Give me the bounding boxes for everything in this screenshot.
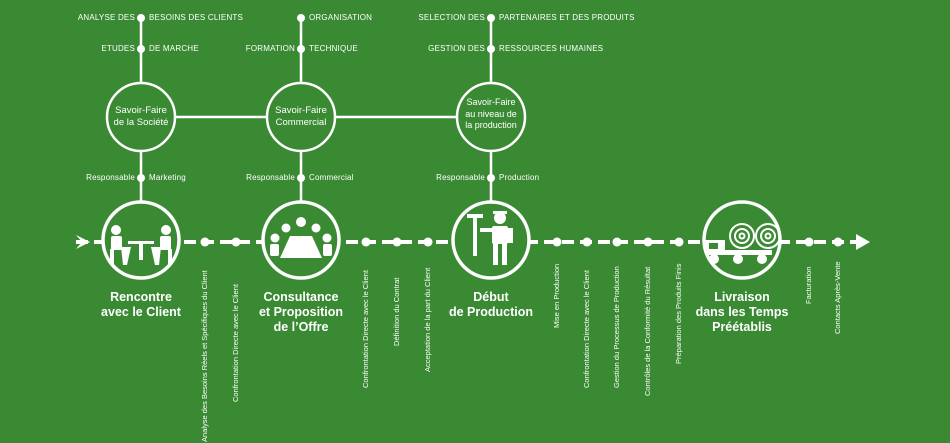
step-label-controles: Contrôles de la Conformité du Résultat	[643, 266, 652, 396]
label-responsable-1: Responsable	[86, 173, 135, 182]
step-dots	[200, 237, 843, 247]
worker-tools-icon	[467, 211, 513, 265]
label-responsable-3: Responsable	[436, 173, 485, 182]
step-label-acceptation: Acceptation de la part du Client	[423, 267, 432, 372]
label-besoins-clients: BESOINS DES CLIENTS	[149, 13, 244, 22]
conference-icon	[270, 217, 332, 258]
stage-title-livraison: Livraison dans les Temps Préétablis	[695, 290, 789, 334]
step-label-analyse: Analyse des Besoins Réels et Spécifiques…	[200, 270, 209, 442]
label-selection-des: SELECTION DES	[418, 13, 485, 22]
label-responsable-2: Responsable	[246, 173, 295, 182]
savoir-faire-circles	[105, 81, 527, 153]
label-etudes: ETUDES	[101, 44, 135, 53]
step-label-confrontation-3: Confrontation Directe avec le Client	[582, 270, 591, 388]
savoir-faire-production: Savoir-Faire au niveau de la production	[465, 97, 517, 130]
step-label-gestion-processus: Gestion du Processus de Production	[612, 266, 621, 388]
stage-title-rencontre: Rencontre avec le Client	[101, 290, 181, 319]
step-label-contrat: Définition du Contrat	[392, 277, 401, 346]
timeline-end-arrow-icon	[856, 234, 870, 250]
timeline-start-arrow-icon	[76, 235, 90, 249]
step-label-preparation: Préparation des Produits Finis	[674, 263, 683, 364]
label-gestion-des: GESTION DES	[428, 44, 485, 53]
label-marketing: Marketing	[149, 173, 186, 182]
label-de-marche: DE MARCHE	[149, 44, 199, 53]
step-label-confrontation-1: Confrontation Directe avec le Client	[231, 284, 240, 402]
label-analyse-des: ANALYSE DES	[77, 13, 135, 22]
step-label-mise-en-production: Mise en Production	[552, 263, 561, 328]
truck-icon	[705, 223, 781, 264]
label-organisation: ORGANISATION	[309, 13, 373, 22]
label-production: Production	[499, 173, 540, 182]
step-label-confrontation-2: Confrontation Directe avec le Client	[361, 270, 370, 388]
meeting-icon	[110, 225, 172, 265]
label-technique: TECHNIQUE	[309, 44, 358, 53]
label-partenaires: PARTENAIRES ET DES PRODUITS	[499, 13, 635, 22]
stage-title-consultance: Consultance et Proposition de l’Offre	[258, 290, 344, 334]
label-formation: FORMATION	[245, 44, 295, 53]
label-commercial: Commercial	[309, 173, 354, 182]
savoir-faire-commercial: Savoir-Faire Commercial	[275, 105, 327, 128]
top-dots	[137, 14, 495, 182]
stage-title-debut: Début de Production	[448, 290, 534, 319]
savoir-faire-societe: Savoir-Faire de la Société	[113, 105, 169, 128]
step-label-apres-vente: Contacts Après-Vente	[833, 261, 842, 334]
step-label-facturation: Facturation	[804, 266, 813, 304]
label-ressources-humaines: RESSOURCES HUMAINES	[499, 44, 604, 53]
